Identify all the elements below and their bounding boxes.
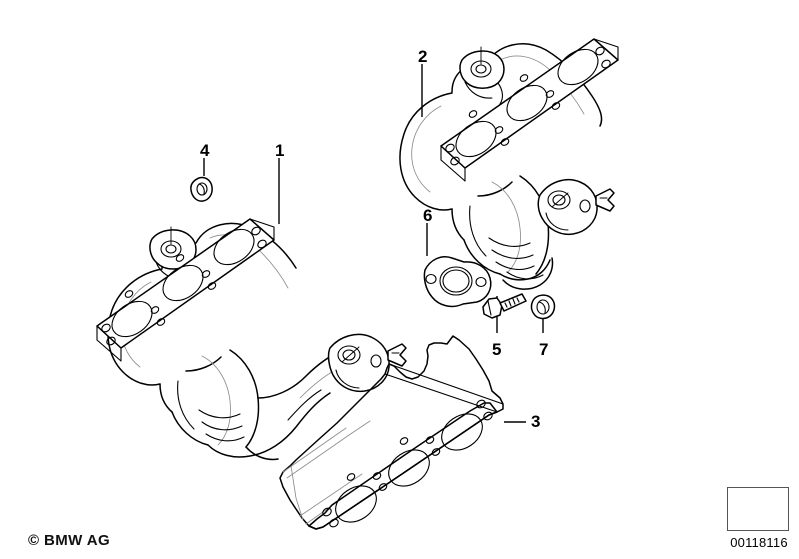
callout-label-4: 4 [200, 141, 210, 160]
part-3-port-plate [308, 399, 498, 530]
part-1-flange-plate [96, 218, 275, 362]
part-3-heat-shield [279, 335, 504, 530]
part-2-exhaust-manifold-rear [399, 38, 619, 290]
part-7-hex-nut [530, 294, 556, 320]
part-4-nut [190, 176, 213, 202]
part-1-exhaust-manifold-front [96, 218, 407, 461]
callout-label-1: 1 [275, 141, 285, 160]
callout-label-2: 2 [418, 47, 428, 66]
part-6-flange-gasket [423, 256, 492, 308]
copyright-notice: © BMW AG [28, 532, 111, 549]
part-5-hex-bolt [482, 293, 527, 319]
logo-box [727, 487, 789, 531]
callout-label-6: 6 [423, 206, 433, 225]
diagram-part-number: 00118116 [730, 535, 788, 550]
callout-label-5: 5 [492, 340, 502, 359]
callout-label-7: 7 [539, 340, 549, 359]
callout-label-3: 3 [531, 412, 541, 431]
part-2-flange-plate [440, 38, 619, 182]
